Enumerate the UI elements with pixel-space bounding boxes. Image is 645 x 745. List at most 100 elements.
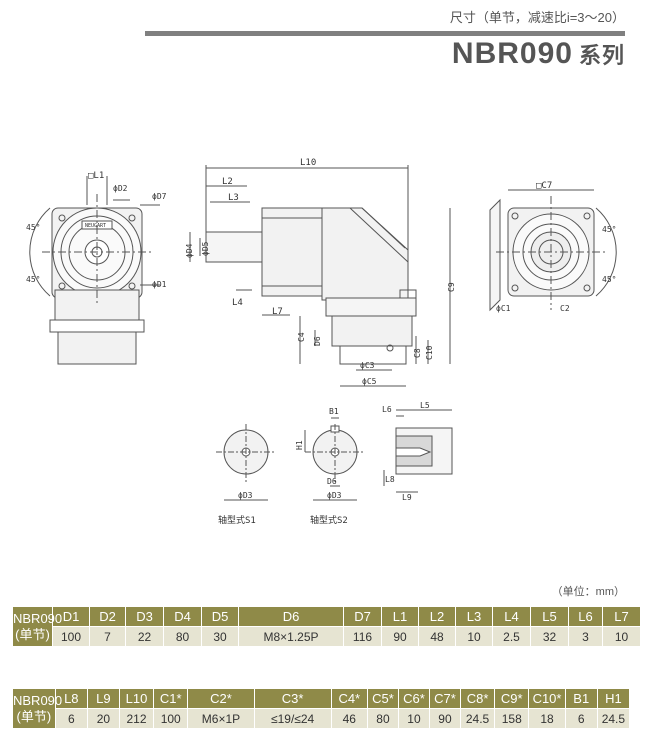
row-label-stage: (单节) bbox=[15, 626, 50, 642]
value-cell: 10 bbox=[397, 708, 430, 729]
header-cell: L3 bbox=[455, 606, 493, 627]
model-name: NBR090 bbox=[451, 37, 573, 70]
label-D7: ϕD7 bbox=[152, 192, 167, 201]
header-cell: C7* bbox=[428, 688, 461, 709]
spec-table-2-header-row: NBR090(单节) L8 L9 L10 C1* C2* C3* C4* C5*… bbox=[12, 688, 631, 729]
header-cell: C6* bbox=[397, 688, 430, 709]
header-cell: L1 bbox=[381, 606, 419, 627]
value-cell: M8×1.25P bbox=[238, 626, 344, 647]
label-angle-2: 45° bbox=[26, 275, 40, 284]
label-D6-s2: D6 bbox=[327, 477, 337, 486]
series-label: 系列 bbox=[578, 43, 625, 68]
label-L8: L8 bbox=[385, 475, 395, 484]
label-L10: L10 bbox=[300, 158, 316, 168]
row-label-stage: (单节) bbox=[16, 708, 52, 724]
header-cell: L10 bbox=[118, 688, 155, 709]
row-label-model: NBR090 bbox=[13, 610, 63, 626]
value-cell: 46 bbox=[330, 708, 368, 729]
value-cell: ≤19/≤24 bbox=[253, 708, 332, 729]
header-cell: L6 bbox=[568, 606, 603, 627]
header-cell: B1 bbox=[564, 688, 598, 709]
value-cell: 90 bbox=[381, 626, 419, 647]
label-B1: B1 bbox=[329, 407, 339, 416]
value-cell: 6 bbox=[54, 708, 88, 729]
value-cell: 100 bbox=[153, 708, 189, 729]
value-cell: 48 bbox=[418, 626, 456, 647]
value-cell: 32 bbox=[530, 626, 569, 647]
side-view bbox=[189, 165, 451, 387]
header-cell: D5 bbox=[201, 606, 239, 627]
value-cell: 10 bbox=[602, 626, 641, 647]
value-cell: 90 bbox=[428, 708, 461, 729]
row-label: NBR090(单节) bbox=[12, 688, 62, 729]
header-cell: C2* bbox=[187, 688, 255, 709]
shaft-s2-view bbox=[304, 417, 365, 501]
header-cell: D4 bbox=[163, 606, 202, 627]
header-cell: C4* bbox=[330, 688, 368, 709]
label-L5: L5 bbox=[420, 401, 430, 410]
header-cell: L2 bbox=[418, 606, 456, 627]
value-cell: 30 bbox=[201, 626, 239, 647]
label-D6: D6 bbox=[313, 336, 322, 346]
header-cell: D2 bbox=[89, 606, 126, 627]
shaft-s1-caption: 轴型式S1 bbox=[218, 514, 256, 526]
label-H1: H1 bbox=[295, 440, 304, 450]
label-C1: ϕC1 bbox=[496, 304, 511, 313]
label-D3-s1: ϕD3 bbox=[238, 491, 253, 500]
header-cell: C8* bbox=[459, 688, 496, 709]
value-cell: 20 bbox=[86, 708, 120, 729]
value-cell: 10 bbox=[455, 626, 493, 647]
value-cell: M6×1P bbox=[187, 708, 255, 729]
header-subtitle: 尺寸（单节，减速比i=3～20） bbox=[449, 10, 625, 25]
label-D2: ϕD2 bbox=[113, 184, 128, 193]
label-L4: L4 bbox=[232, 298, 243, 308]
label-L9: L9 bbox=[402, 493, 412, 502]
row-label: NBR090(单节) bbox=[12, 606, 62, 647]
value-cell: 24.5 bbox=[459, 708, 496, 729]
header-cell: D3 bbox=[125, 606, 164, 627]
label-L6: L6 bbox=[382, 405, 392, 414]
spec-table-1: NBR090(单节) D1 D2 D3 D4 D5 D6 D7 L1 L2 L3… bbox=[12, 606, 641, 647]
value-cell: 24.5 bbox=[596, 708, 631, 729]
front-view bbox=[29, 176, 160, 365]
label-C4: C4 bbox=[297, 332, 306, 342]
shaft-section-view bbox=[383, 409, 453, 493]
label-C10: C10 bbox=[425, 345, 434, 360]
header-cell: C5* bbox=[366, 688, 399, 709]
spec-table-2-value-row: 6 20 212 100 M6×1P ≤19/≤24 46 80 10 90 2… bbox=[13, 708, 631, 729]
header-cell: C1* bbox=[153, 688, 189, 709]
label-D4: ϕD4 bbox=[185, 243, 194, 258]
nameplate-text: NEUGART bbox=[85, 223, 106, 229]
value-cell: 3 bbox=[568, 626, 603, 647]
value-cell: 100 bbox=[52, 626, 90, 647]
label-D3-s2: ϕD3 bbox=[327, 491, 342, 500]
header-cell: C3* bbox=[253, 688, 332, 709]
shaft-s2-caption: 轴型式S2 bbox=[310, 514, 348, 526]
label-angle-3: 45° bbox=[602, 225, 616, 234]
label-L3: L3 bbox=[228, 193, 239, 203]
shaft-s1-view bbox=[216, 424, 276, 501]
value-cell: 6 bbox=[564, 708, 598, 729]
value-cell: 212 bbox=[118, 708, 155, 729]
label-angle-4: 45° bbox=[602, 275, 616, 284]
spec-table-1-header-row: NBR090(单节) D1 D2 D3 D4 D5 D6 D7 L1 L2 L3… bbox=[12, 606, 641, 647]
header-cell: L4 bbox=[492, 606, 531, 627]
header-cell: L5 bbox=[530, 606, 569, 627]
header-cell: D6 bbox=[238, 606, 344, 627]
header-cell: D7 bbox=[343, 606, 382, 627]
label-angle-1: 45° bbox=[26, 223, 40, 232]
label-C9: C9 bbox=[447, 282, 456, 292]
header-cell: L8 bbox=[54, 688, 88, 709]
value-cell: 22 bbox=[125, 626, 164, 647]
unit-note: （单位：mm） bbox=[551, 586, 625, 598]
label-C3: ϕC3 bbox=[360, 361, 375, 370]
value-cell: 7 bbox=[89, 626, 126, 647]
spec-table-1-value-row: 100 7 22 80 30 M8×1.25P 116 90 48 10 2.5… bbox=[13, 626, 641, 647]
label-D5: ϕD5 bbox=[201, 241, 210, 256]
label-C8: C8 bbox=[413, 348, 422, 358]
spec-table-2: NBR090(单节) L8 L9 L10 C1* C2* C3* C4* C5*… bbox=[12, 688, 631, 729]
label-L2: L2 bbox=[222, 177, 233, 187]
label-L1: □L1 bbox=[88, 171, 104, 181]
label-C5: ϕC5 bbox=[362, 377, 377, 386]
